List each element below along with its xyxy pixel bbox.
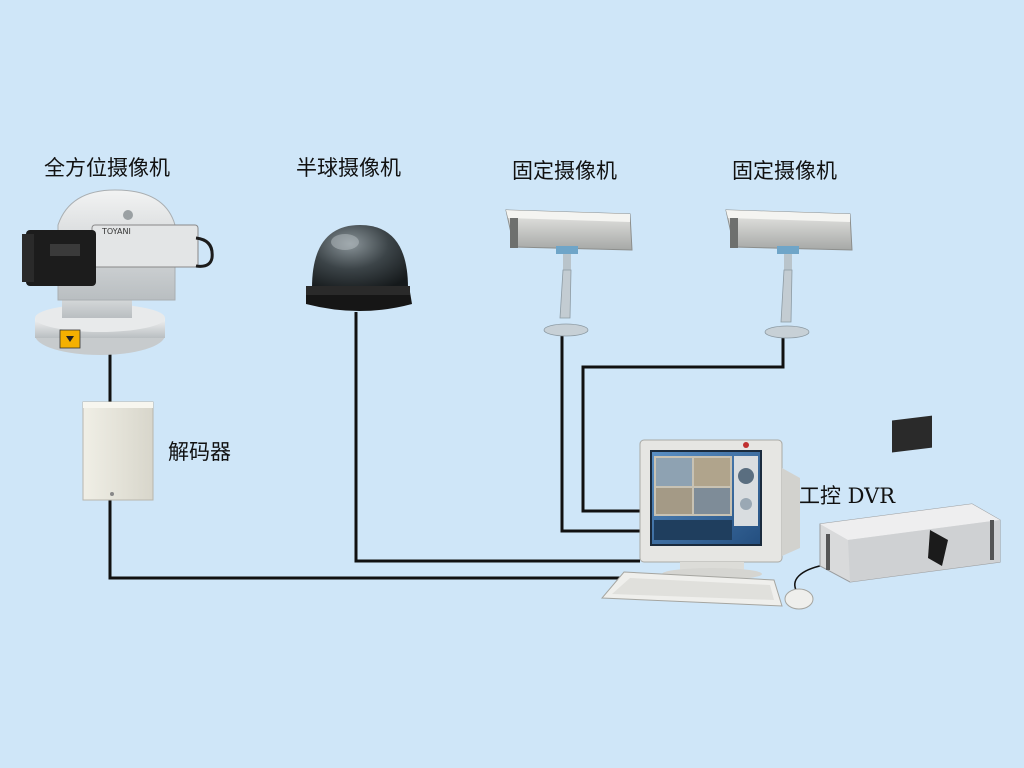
- keyboard-icon: [600, 571, 783, 607]
- cable-decoder-to-dvr: [108, 500, 640, 580]
- industrial-dvr-icon: [819, 415, 1001, 583]
- camera-brand-text: TOYANI: [101, 227, 131, 236]
- monitor-icon: [639, 439, 800, 580]
- label-decoder: 解码器: [168, 440, 231, 464]
- fixed-camera-2-icon: [725, 209, 853, 339]
- decoder-box-icon: [82, 401, 154, 501]
- dome-camera-icon: [306, 225, 412, 311]
- cable-mouse: [794, 564, 825, 593]
- cable-fixed1-to-dvr: [560, 330, 640, 533]
- cable-fixed2-to-dvr: [581, 335, 785, 513]
- cable-dome-to-dvr: [354, 312, 640, 563]
- label-fixed-camera-2: 固定摄像机: [732, 159, 837, 183]
- cables: [108, 312, 825, 593]
- mouse-icon: [784, 588, 814, 610]
- label-dome-camera: 半球摄像机: [296, 156, 401, 180]
- fixed-camera-1-icon: [505, 209, 633, 337]
- ptz-camera-icon: TOYANI: [22, 189, 214, 355]
- label-dvr: 工控 DVR: [799, 484, 896, 508]
- label-ptz-camera: 全方位摄像机: [44, 156, 170, 180]
- label-fixed-camera-1: 固定摄像机: [512, 159, 617, 183]
